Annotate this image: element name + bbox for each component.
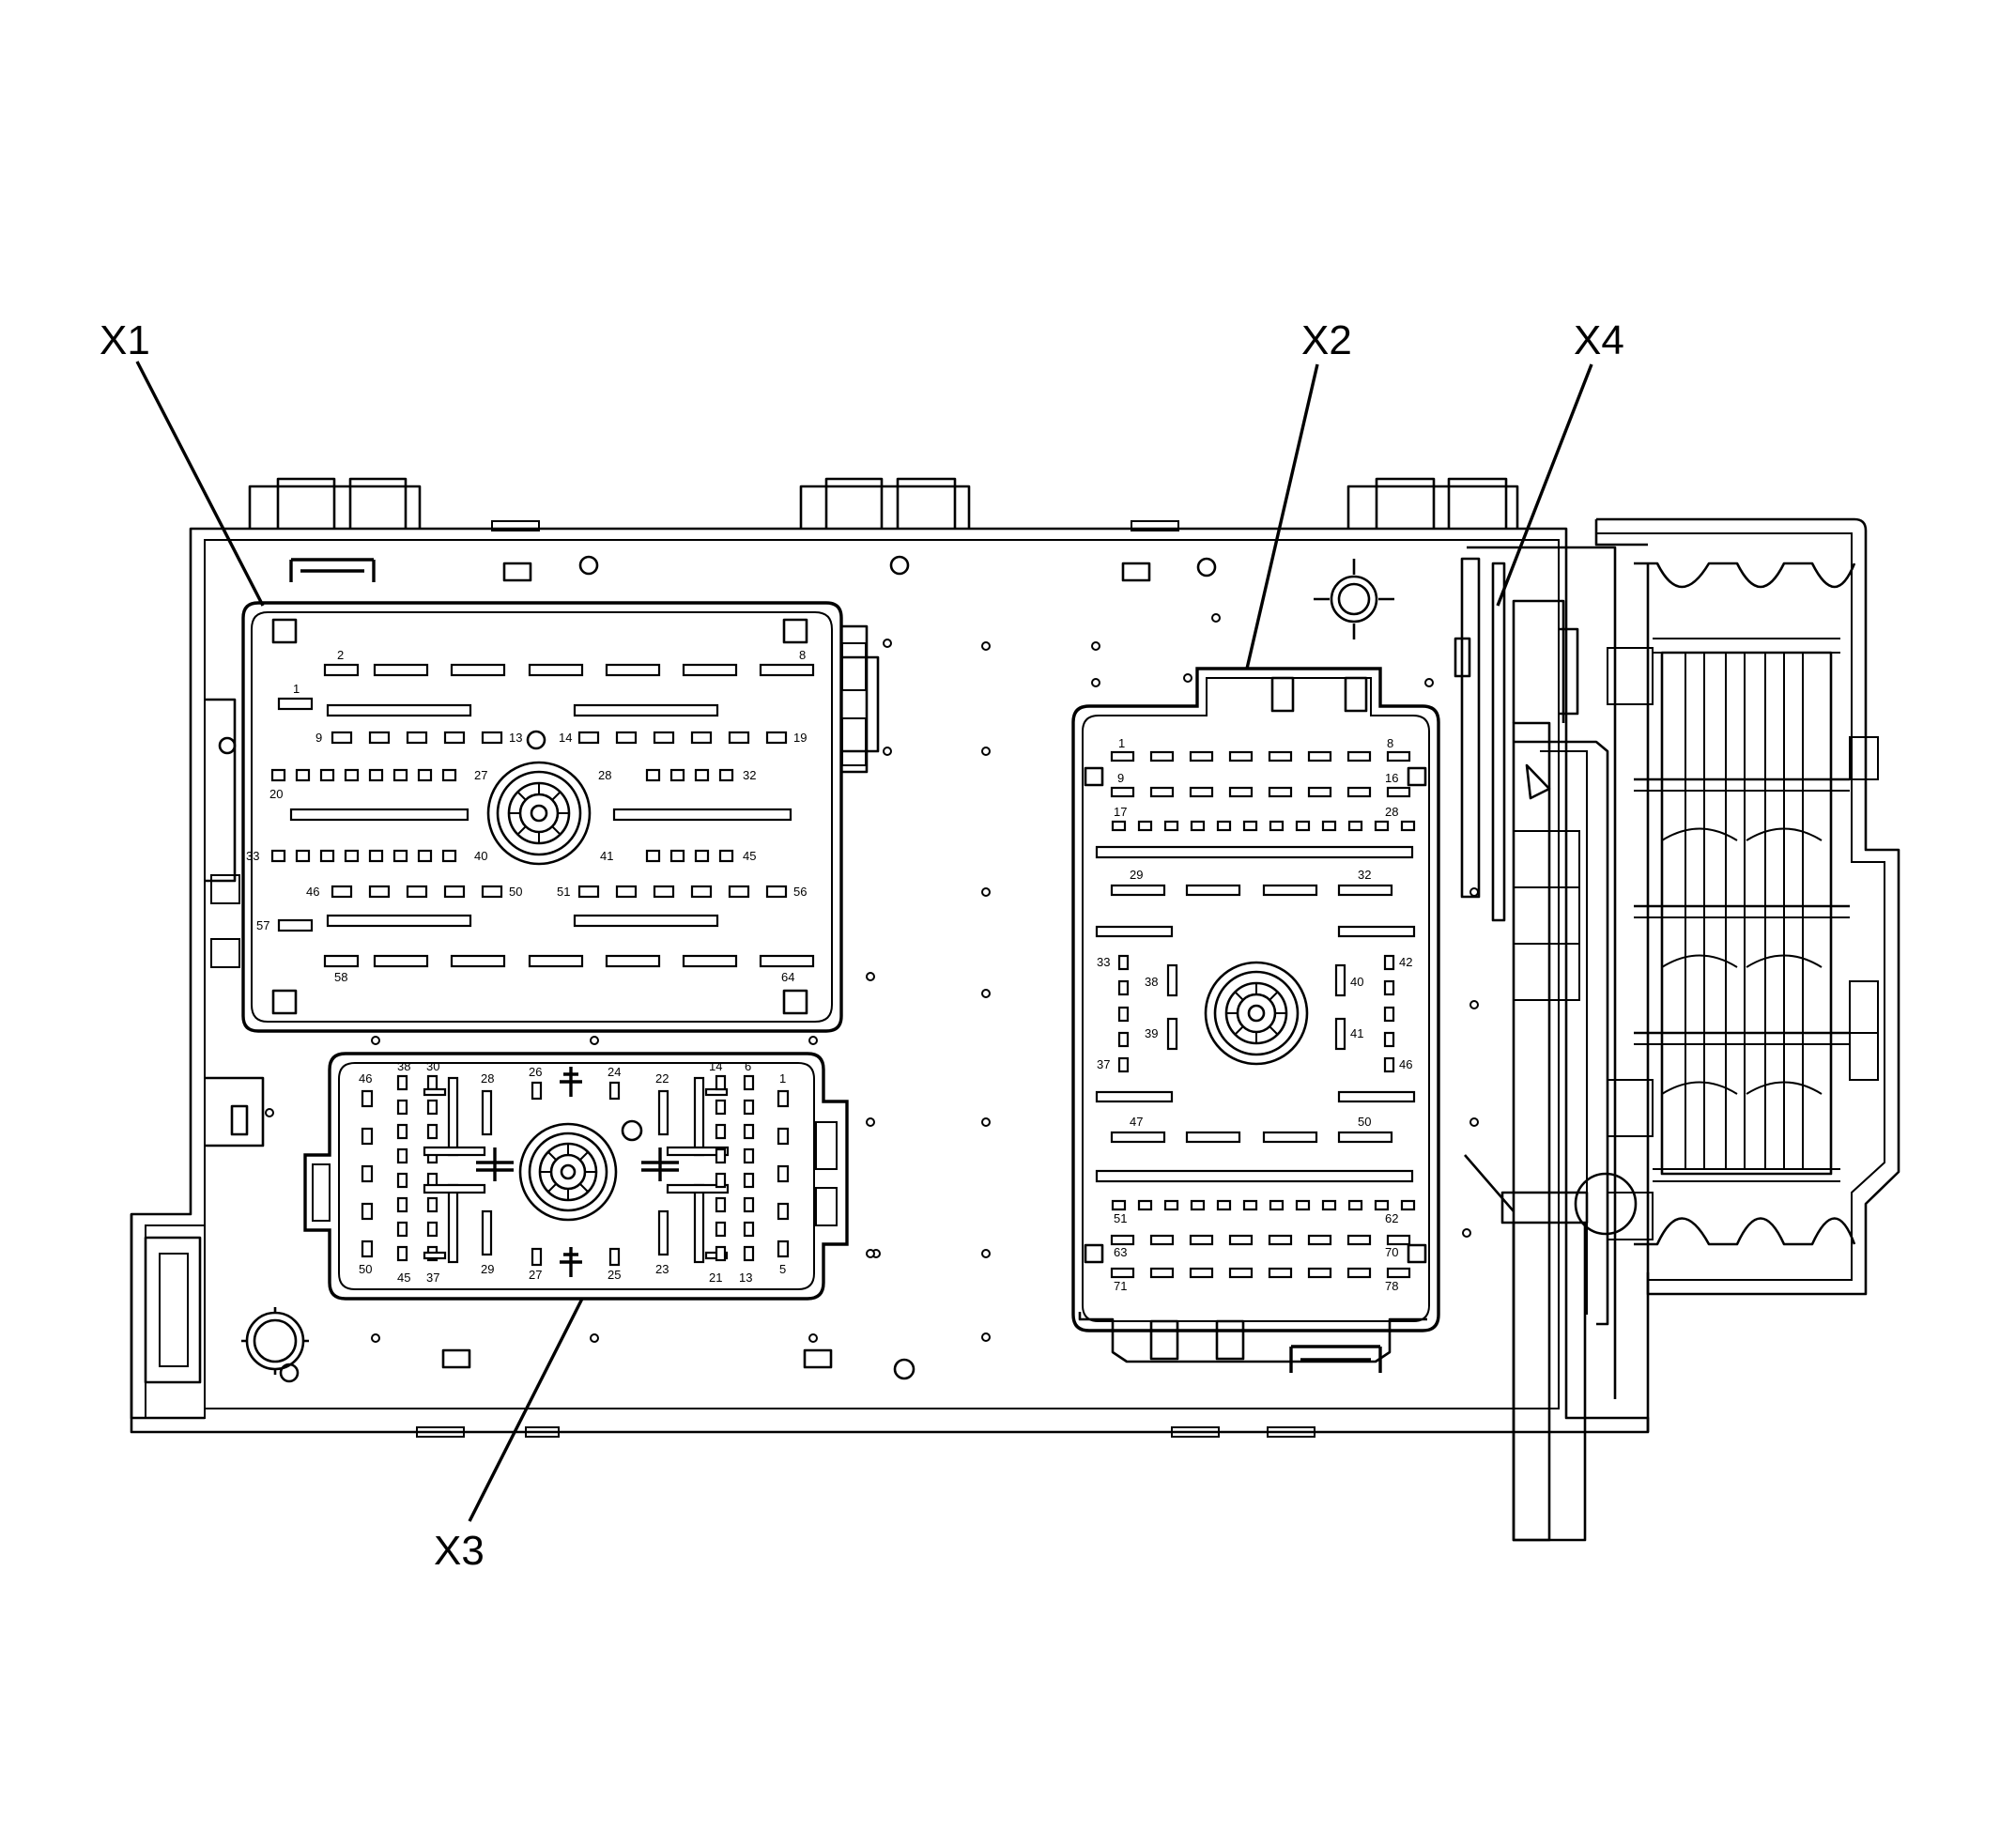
harness-assembly-x4 bbox=[1454, 517, 1900, 1542]
x1-pin-label-27: 27 bbox=[474, 768, 487, 782]
x2-callout-label: X2 bbox=[1301, 317, 1352, 363]
x2-pin-label-38: 38 bbox=[1145, 975, 1158, 989]
x3-pin-label-5: 5 bbox=[779, 1262, 786, 1276]
x3-pin-label-28: 28 bbox=[481, 1071, 494, 1086]
x3-callout-label: X3 bbox=[434, 1528, 485, 1574]
x2-pin-label-37: 37 bbox=[1097, 1057, 1110, 1071]
x3-pin-label-13: 13 bbox=[739, 1270, 752, 1285]
x1-pin-label-2: 2 bbox=[337, 648, 344, 662]
x2-pin-label-51: 51 bbox=[1114, 1211, 1127, 1225]
x2-pin-label-62: 62 bbox=[1385, 1211, 1398, 1225]
x3-pin-label-27: 27 bbox=[529, 1268, 542, 1282]
fuse-comb-structure bbox=[1607, 562, 1879, 1246]
x1-callout-label: X1 bbox=[100, 317, 150, 363]
x3-pin-label-14: 14 bbox=[709, 1059, 722, 1073]
x3-pin-label-50: 50 bbox=[359, 1262, 372, 1276]
x1-pin-label-8: 8 bbox=[799, 648, 806, 662]
x2-pin-label-63: 63 bbox=[1114, 1245, 1127, 1259]
x2-pin-label-1: 1 bbox=[1118, 736, 1125, 750]
x1-pin-label-45: 45 bbox=[743, 849, 756, 863]
x1-pin-label-58: 58 bbox=[334, 970, 347, 984]
x1-pin-label-50: 50 bbox=[509, 885, 522, 899]
x1-pin-label-51: 51 bbox=[557, 885, 570, 899]
x2-pin-label-17: 17 bbox=[1114, 805, 1127, 819]
x2-pin-label-71: 71 bbox=[1114, 1279, 1127, 1293]
x3-pin-label-21: 21 bbox=[709, 1270, 722, 1285]
x3-pin-label-22: 22 bbox=[655, 1071, 669, 1086]
x1-leader-line bbox=[135, 361, 265, 607]
x1-pin-label-19: 19 bbox=[793, 731, 807, 745]
x3-pin-label-38: 38 bbox=[397, 1059, 410, 1073]
x4-leader-line bbox=[1496, 363, 1593, 607]
connector-x1: 2 8 1 9 13 14 19 20 27 28 32 33 40 41 45… bbox=[241, 601, 880, 1033]
x3-pin-label-1: 1 bbox=[779, 1071, 786, 1086]
x1-pin-label-32: 32 bbox=[743, 768, 756, 782]
x1-pin-label-41: 41 bbox=[600, 849, 613, 863]
module-housing bbox=[130, 477, 1650, 1438]
x2-pin-label-28: 28 bbox=[1385, 805, 1398, 819]
x3-pin-label-29: 29 bbox=[481, 1262, 494, 1276]
x1-pin-label-13: 13 bbox=[509, 731, 522, 745]
x2-pin-label-70: 70 bbox=[1385, 1245, 1398, 1259]
x1-pin-label-57: 57 bbox=[256, 918, 269, 932]
connector-x3: 46 38 30 28 26 24 22 14 6 1 50 45 37 29 … bbox=[303, 1052, 849, 1301]
x1-pin-label-46: 46 bbox=[306, 885, 319, 899]
x1-pin-label-1: 1 bbox=[293, 682, 300, 696]
x3-pin-label-24: 24 bbox=[608, 1065, 621, 1079]
x3-pin-label-45: 45 bbox=[397, 1270, 410, 1285]
x2-pin-label-78: 78 bbox=[1385, 1279, 1398, 1293]
connector-x2: 1 8 9 16 17 28 29 32 33 42 38 40 39 41 3… bbox=[1071, 667, 1440, 1363]
x2-pin-label-9: 9 bbox=[1117, 771, 1124, 785]
x1-pin-label-20: 20 bbox=[269, 787, 283, 801]
x3-pin-label-6: 6 bbox=[745, 1059, 751, 1073]
x2-pin-label-50: 50 bbox=[1358, 1115, 1371, 1129]
x2-pin-label-8: 8 bbox=[1387, 736, 1393, 750]
callouts: X1 X2 X3 X4 bbox=[100, 317, 1624, 1574]
x3-leader-line bbox=[468, 1298, 584, 1522]
x1-pin-label-33: 33 bbox=[246, 849, 259, 863]
x4-callout-label: X4 bbox=[1574, 317, 1624, 363]
x2-pin-label-46: 46 bbox=[1399, 1057, 1412, 1071]
x1-pin-label-56: 56 bbox=[793, 885, 807, 899]
x3-pin-label-37: 37 bbox=[426, 1270, 439, 1285]
x1-pin-label-64: 64 bbox=[781, 970, 794, 984]
x3-pin-label-30: 30 bbox=[426, 1059, 439, 1073]
x1-pin-label-14: 14 bbox=[559, 731, 572, 745]
x3-pin-label-26: 26 bbox=[529, 1065, 542, 1079]
x2-pin-label-40: 40 bbox=[1350, 975, 1363, 989]
x2-pin-label-29: 29 bbox=[1130, 868, 1143, 882]
x3-pin-label-23: 23 bbox=[655, 1262, 669, 1276]
x3-pin-label-25: 25 bbox=[608, 1268, 621, 1282]
x1-pin-label-28: 28 bbox=[598, 768, 611, 782]
x3-pin-label-46: 46 bbox=[359, 1071, 372, 1086]
x2-pin-label-42: 42 bbox=[1399, 955, 1412, 969]
x2-pin-label-41: 41 bbox=[1350, 1026, 1363, 1040]
x2-pin-label-39: 39 bbox=[1145, 1026, 1158, 1040]
x1-pin-label-9: 9 bbox=[315, 731, 322, 745]
x1-pin-label-40: 40 bbox=[474, 849, 487, 863]
x2-pin-label-16: 16 bbox=[1385, 771, 1398, 785]
x2-pin-label-47: 47 bbox=[1130, 1115, 1143, 1129]
x2-pin-label-33: 33 bbox=[1097, 955, 1110, 969]
x2-leader-line bbox=[1245, 363, 1319, 670]
x2-pin-label-32: 32 bbox=[1358, 868, 1371, 882]
